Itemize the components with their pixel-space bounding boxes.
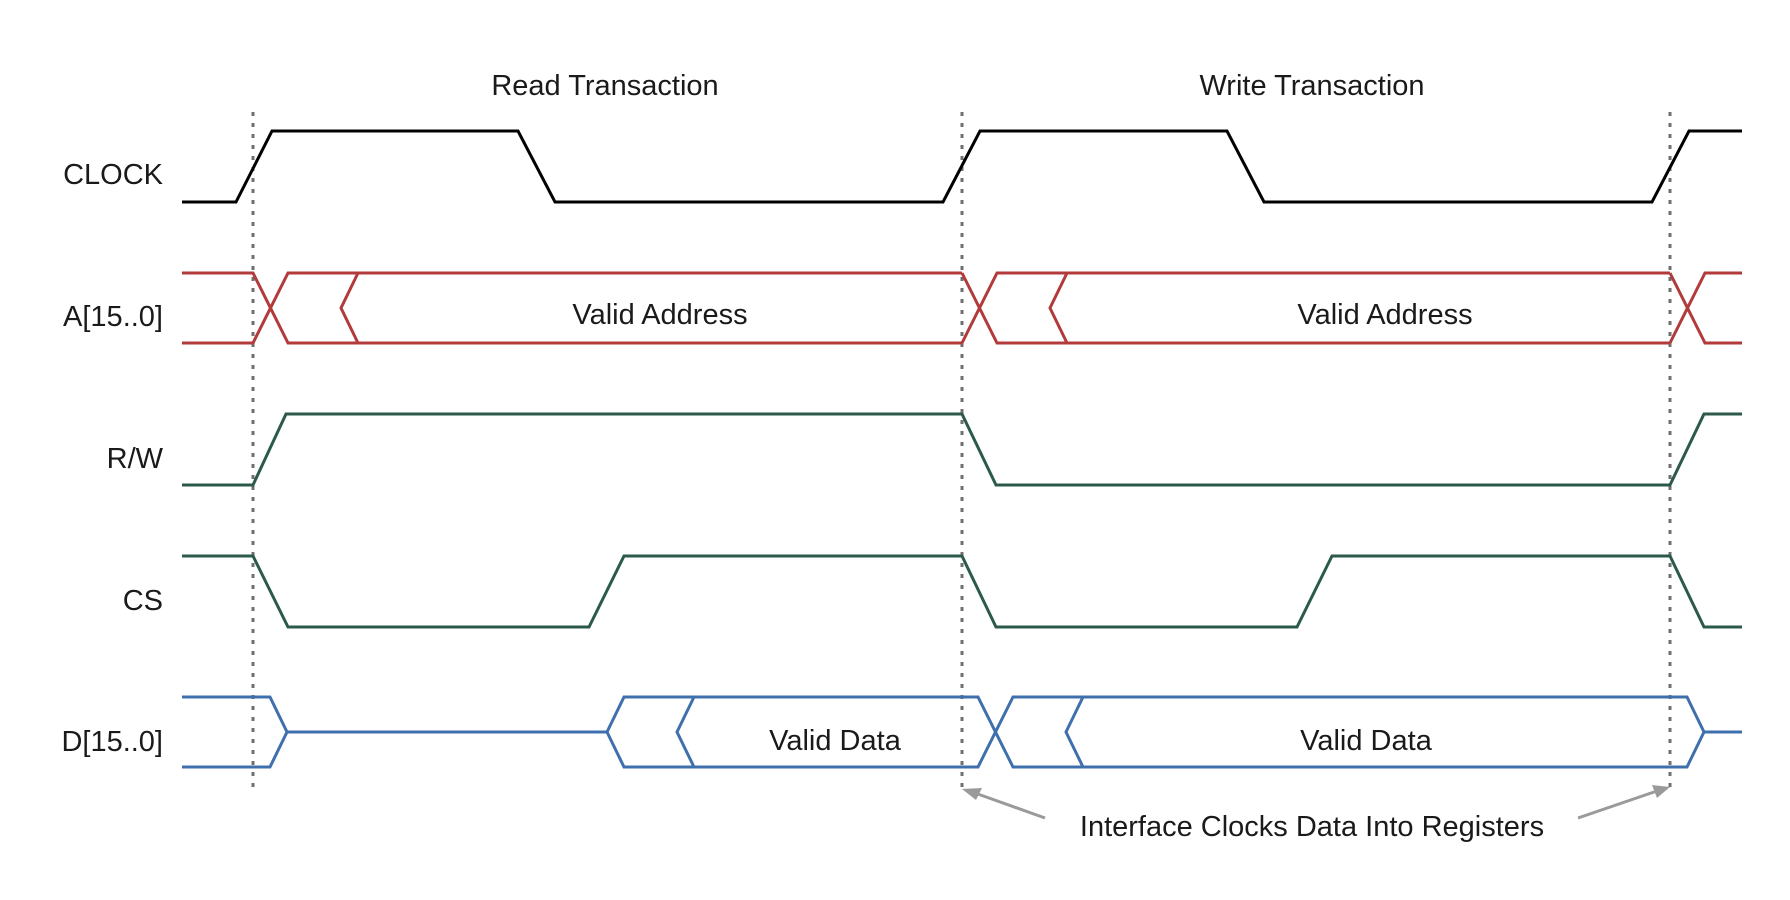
- read-transaction-header: Read Transaction: [491, 70, 718, 102]
- annotation-arrows: [962, 785, 1670, 820]
- address-waveform: [182, 271, 1742, 345]
- rw-waveform: [182, 412, 1742, 487]
- write-valid-address-label: Valid Address: [1297, 299, 1472, 331]
- write-valid-data-label: Valid Data: [1300, 725, 1433, 757]
- read-valid-data-label: Valid Data: [769, 725, 902, 757]
- data-waveform: [182, 695, 1742, 769]
- arrow-line-left: [974, 791, 1046, 820]
- clock-waveform: [182, 129, 1742, 204]
- clock-signal-label: CLOCK: [63, 159, 164, 191]
- arrow-line-right: [1577, 789, 1658, 820]
- arrow-head-right: [1652, 785, 1670, 798]
- cs-waveform: [182, 554, 1742, 629]
- annotation-text: Interface Clocks Data Into Registers: [1080, 811, 1544, 843]
- address-signal-label: A[15..0]: [63, 301, 163, 333]
- data-signal-label: D[15..0]: [61, 726, 163, 758]
- arrow-head-left: [962, 788, 982, 800]
- cs-signal-label: CS: [123, 585, 163, 617]
- read-valid-address-label: Valid Address: [572, 299, 747, 331]
- write-transaction-header: Write Transaction: [1199, 70, 1424, 102]
- rw-signal-label: R/W: [107, 443, 164, 475]
